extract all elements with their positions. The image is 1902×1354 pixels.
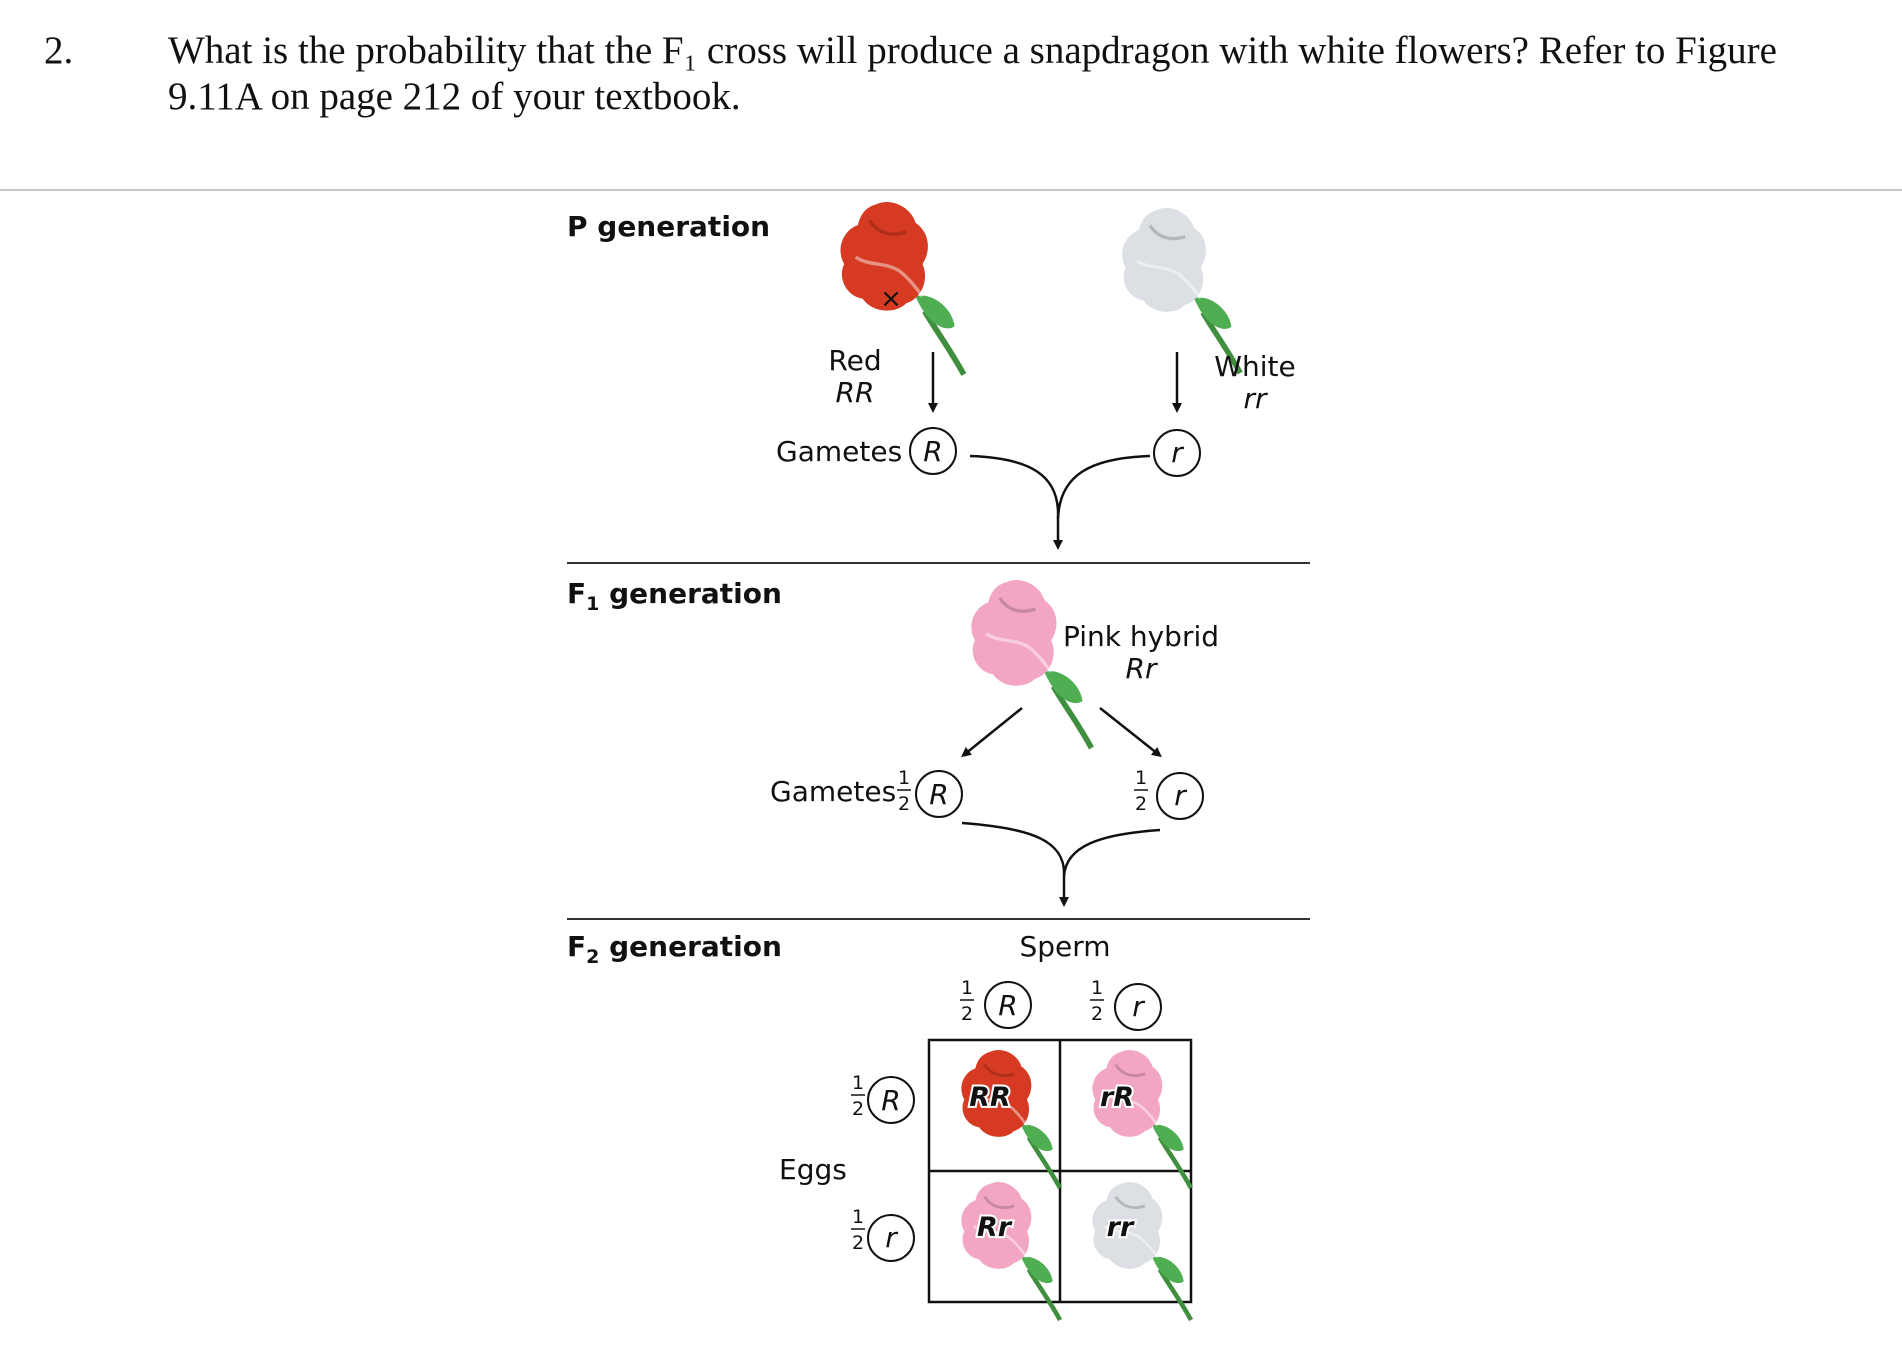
section-divider bbox=[0, 189, 1902, 191]
f1-gamete-R-circle bbox=[915, 770, 963, 818]
red-genotype-label: RR bbox=[836, 376, 875, 409]
sperm-r-label: r bbox=[1132, 990, 1145, 1023]
f1-frac-R-den: 2 bbox=[898, 793, 910, 815]
sperm-R-circle bbox=[984, 981, 1032, 1029]
f1-gamete-R-label: R bbox=[929, 778, 948, 811]
f1-gamete-r-circle bbox=[1156, 772, 1204, 820]
white-flower-parent bbox=[1122, 208, 1240, 373]
hybrid-genotype-label: Rr bbox=[1126, 652, 1158, 685]
egg-frac-r-den: 2 bbox=[852, 1232, 864, 1254]
cell-RR-label: RR bbox=[969, 1082, 1011, 1113]
white-genotype-label: rr bbox=[1243, 382, 1268, 415]
question-block: 2. What is the probability that the F₁ c… bbox=[0, 0, 1902, 190]
f1-merge-right bbox=[1062, 828, 1161, 877]
egg-frac-R-num: 1 bbox=[852, 1072, 864, 1094]
cell-rr-label: rr bbox=[1107, 1212, 1135, 1243]
red-name-label: Red bbox=[828, 344, 881, 377]
sperm-frac-R-den: 2 bbox=[961, 1003, 973, 1025]
f1-merge-left bbox=[961, 821, 1066, 877]
eggs-label: Eggs bbox=[779, 1153, 847, 1186]
f1-frac-r-num: 1 bbox=[1135, 767, 1147, 789]
p-gamete-R-circle bbox=[909, 427, 957, 475]
p-merge-right bbox=[1056, 454, 1151, 519]
p-merge-left bbox=[969, 454, 1060, 519]
p-gametes-label: Gametes bbox=[776, 435, 902, 468]
f1-gametes-label: Gametes bbox=[770, 775, 896, 808]
hybrid-name-label: Pink hybrid bbox=[1063, 620, 1219, 653]
p-generation-label: P generation bbox=[567, 210, 770, 243]
egg-frac-r-num: 1 bbox=[852, 1206, 864, 1228]
egg-frac-R-den: 2 bbox=[852, 1098, 864, 1120]
question-text: What is the probability that the F₁ cros… bbox=[168, 29, 1777, 118]
white-name-label: White bbox=[1214, 350, 1295, 383]
question-number: 2. bbox=[44, 29, 74, 72]
f1-frac-r-den: 2 bbox=[1135, 793, 1147, 815]
sperm-R-label: R bbox=[998, 989, 1017, 1022]
f1-generation-label: F1 generation bbox=[567, 577, 782, 615]
cross-symbol: × bbox=[880, 284, 902, 314]
f1-to-R-gamete-arrow bbox=[961, 707, 1023, 758]
cell-Rr-label: Rr bbox=[977, 1212, 1013, 1243]
pink-hybrid-flower bbox=[971, 580, 1091, 748]
egg-r-circle bbox=[867, 1214, 915, 1262]
sperm-frac-r-den: 2 bbox=[1091, 1003, 1103, 1025]
p-gamete-r-label: r bbox=[1171, 436, 1184, 469]
f1-gamete-r-label: r bbox=[1174, 779, 1187, 812]
egg-R-label: R bbox=[881, 1084, 900, 1117]
sperm-frac-r-num: 1 bbox=[1091, 977, 1103, 999]
p-gamete-r-circle bbox=[1153, 429, 1201, 477]
f2-generation-label: F2 generation bbox=[567, 930, 782, 968]
sperm-frac-R-num: 1 bbox=[961, 977, 973, 999]
f1-frac-R-num: 1 bbox=[898, 767, 910, 789]
egg-R-circle bbox=[867, 1076, 915, 1124]
sperm-label: Sperm bbox=[1019, 930, 1110, 963]
f1-to-r-gamete-arrow bbox=[1099, 707, 1162, 758]
p-gamete-R-label: R bbox=[923, 435, 942, 468]
sperm-r-circle bbox=[1114, 983, 1162, 1031]
cell-rR-label: rR bbox=[1100, 1082, 1134, 1113]
egg-r-label: r bbox=[885, 1221, 898, 1254]
